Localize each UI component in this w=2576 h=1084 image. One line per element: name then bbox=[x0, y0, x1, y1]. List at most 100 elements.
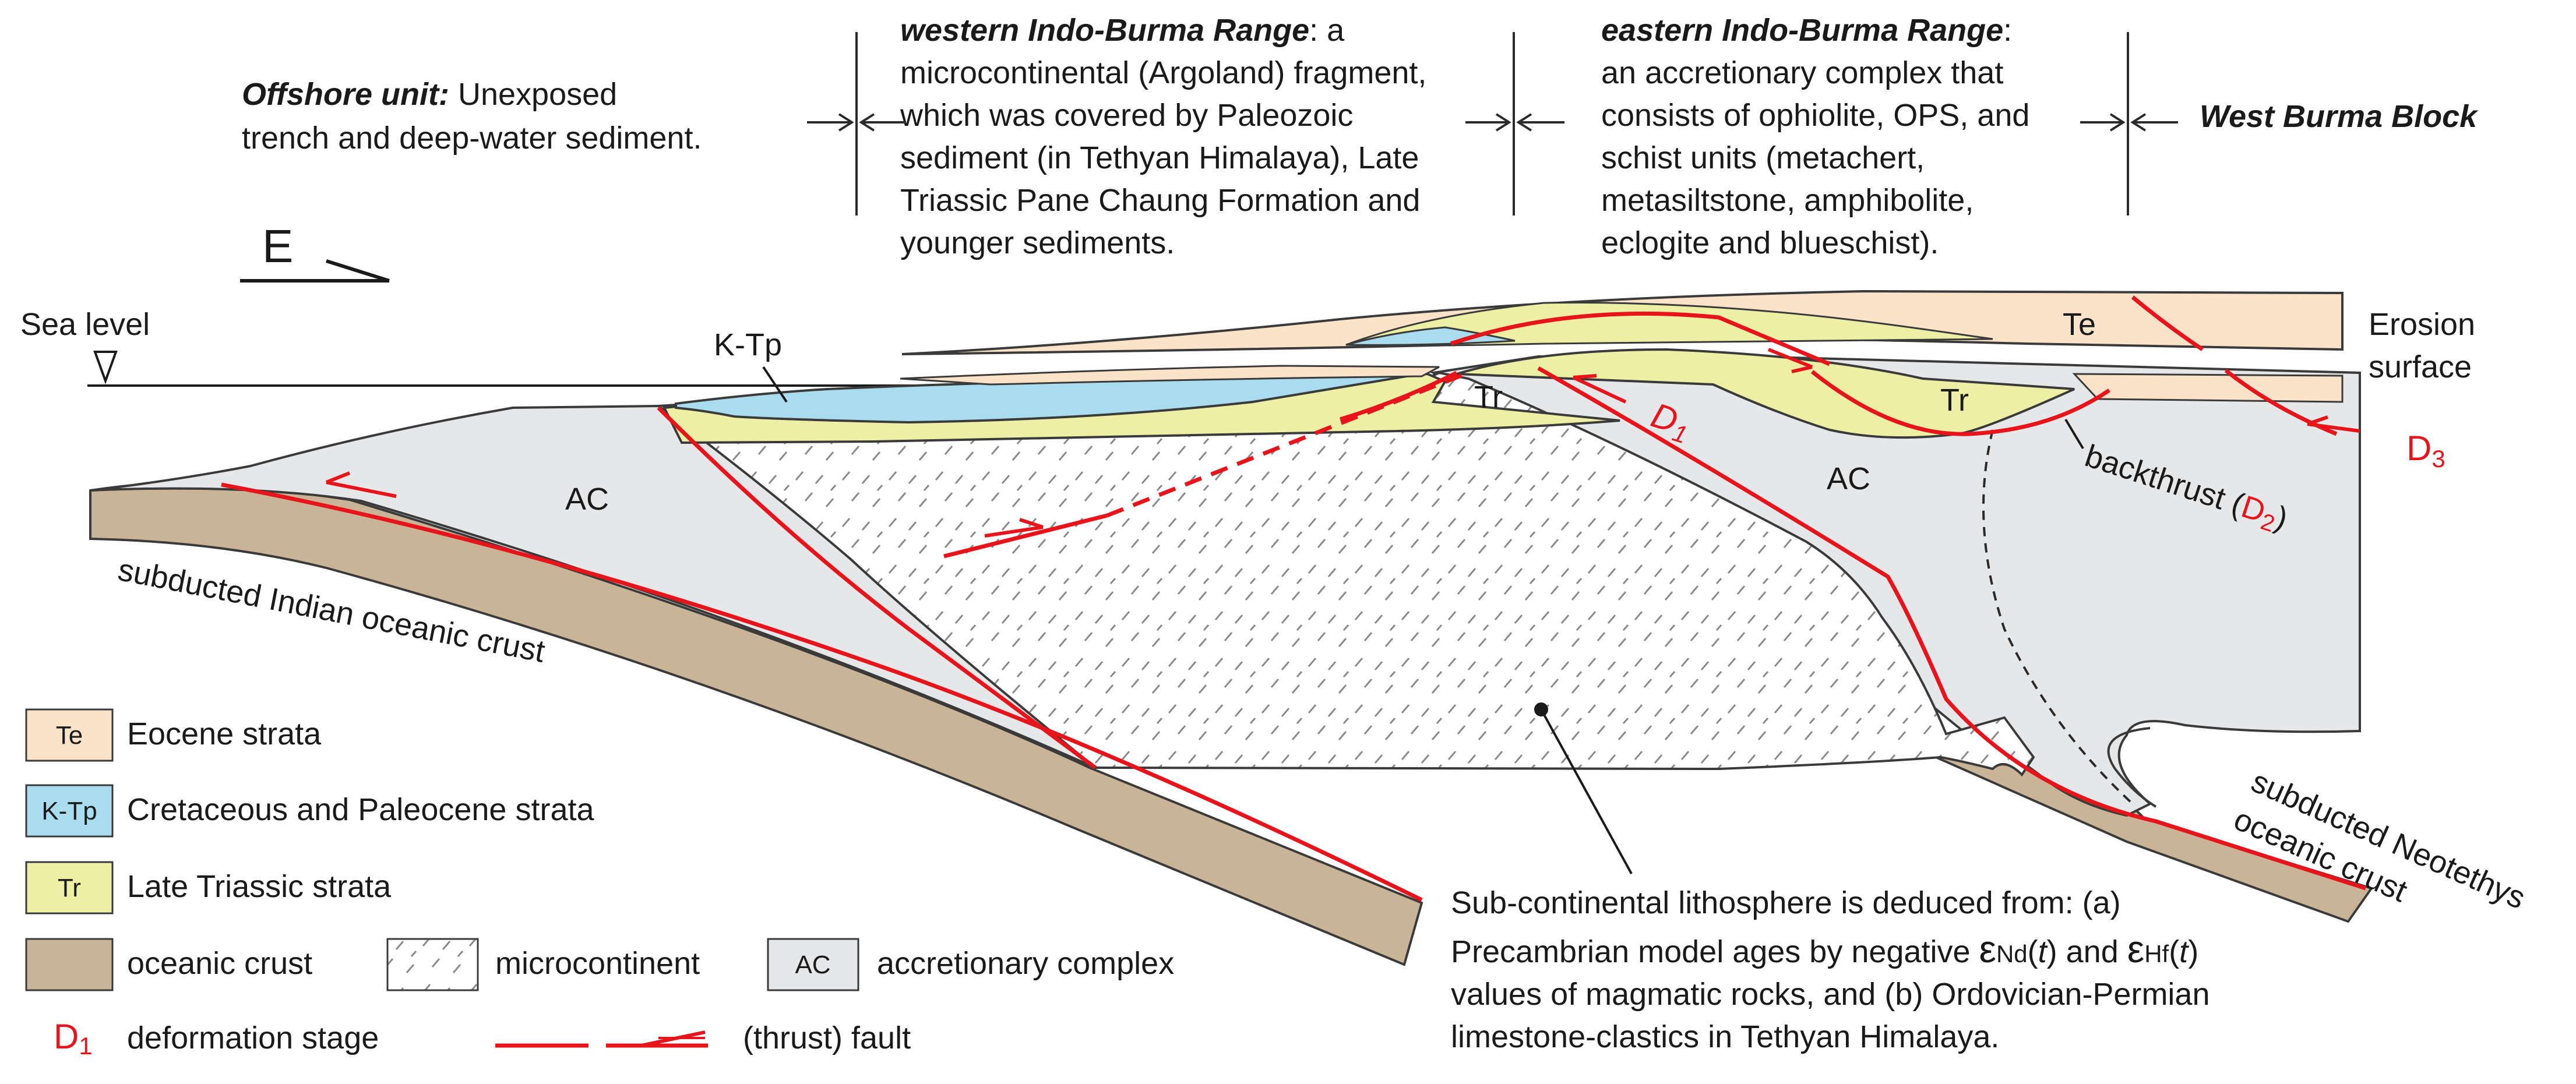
western-range-line5: Triassic Pane Chaung Formation and bbox=[900, 183, 1420, 218]
erosion-surface-line2: surface bbox=[2369, 349, 2472, 384]
eastern-range-line4: schist units (metachert, bbox=[1601, 140, 1925, 175]
erosion-surface-line1: Erosion bbox=[2369, 307, 2475, 342]
ktp-leader bbox=[762, 366, 788, 403]
fault-arrow-d1-barb bbox=[1573, 374, 1597, 379]
eastern-range-line2: an accretionary complex that bbox=[1601, 55, 2003, 90]
legend-microcontinent-label: microcontinent bbox=[495, 946, 700, 981]
legend-swatch-cretaceous-text: K-Tp bbox=[41, 797, 97, 825]
cross-section bbox=[89, 289, 2374, 966]
legend-triassic-label: Late Triassic strata bbox=[127, 869, 392, 904]
western-range-line2: microcontinental (Argoland) fragment, bbox=[900, 55, 1426, 90]
ac-left-label: AC bbox=[565, 482, 609, 517]
annotation-line2: Precambrian model ages by negative εNd(t… bbox=[1451, 927, 2198, 970]
eastern-range-line5: metasiltstone, amphibolite, bbox=[1601, 183, 1974, 218]
tr-left-label: Tr bbox=[1474, 380, 1503, 415]
annotation-leader bbox=[1540, 709, 1633, 874]
legend-swatch-eocene bbox=[25, 708, 114, 762]
legend-item-accretionary: AC accretionary complex bbox=[767, 938, 1174, 991]
tr-right-label: Tr bbox=[1940, 383, 1969, 418]
eastern-range-line6: eclogite and blueschist). bbox=[1601, 225, 1939, 260]
fault-backthrust-d2 bbox=[1810, 370, 2110, 436]
te-label: Te bbox=[2063, 307, 2096, 342]
cretaceous-paleocene-strata bbox=[675, 372, 1428, 424]
legend-swatch-microcontinent bbox=[386, 938, 479, 991]
legend-fault-label: (thrust) fault bbox=[743, 1021, 911, 1055]
divider1-arrowhead-right bbox=[859, 113, 875, 132]
western-range-line1: western Indo-Burma Range: a bbox=[900, 13, 1345, 48]
eocene-thin-strip bbox=[900, 365, 1440, 386]
offshore-unit-line2: trench and deep-water sediment. bbox=[242, 121, 702, 156]
fault-arrow-d1 bbox=[1572, 376, 1627, 404]
legend-deformation-symbol: D1 bbox=[54, 1017, 93, 1060]
fault-arrow-inner bbox=[984, 525, 1044, 538]
fault-arrow-upper bbox=[1767, 348, 1813, 369]
sea-level-marker-icon bbox=[93, 351, 118, 384]
legend-item-eocene: Te Eocene strata bbox=[25, 708, 322, 762]
legend-cretaceous-label: Cretaceous and Paleocene strata bbox=[127, 792, 594, 827]
faults bbox=[221, 295, 2367, 902]
fault-arrow-d3 bbox=[2307, 422, 2360, 433]
legend-oceanic-crust-label: oceanic crust bbox=[127, 946, 312, 981]
eastern-range-line3: consists of ophiolite, OPS, and bbox=[1601, 98, 2029, 133]
d3-label: D3 bbox=[2406, 429, 2445, 472]
ktp-label: K-Tp bbox=[714, 327, 782, 362]
legend: Te Eocene strata K-Tp Cretaceous and Pal… bbox=[25, 708, 1174, 1060]
fault-microcontinent-east bbox=[1537, 366, 2367, 891]
compass-barb bbox=[326, 259, 390, 283]
fault-arrow-inner-barb bbox=[1019, 518, 1044, 529]
western-range-line4: sediment (in Tethyan Himalaya), Late bbox=[900, 140, 1419, 175]
fault-arrow-subduction bbox=[326, 481, 397, 498]
triassic-strata-right bbox=[1456, 348, 2075, 439]
fault-inner-solid bbox=[943, 513, 1108, 559]
legend-item-fault: (thrust) fault bbox=[495, 1021, 911, 1055]
divider2-arrowhead-right bbox=[1516, 113, 1532, 132]
divider2-arrowhead-left bbox=[1495, 113, 1511, 132]
legend-swatch-oceanic-crust bbox=[25, 938, 114, 991]
zone-dividers bbox=[807, 32, 2178, 216]
fault-d3-upper bbox=[2131, 295, 2204, 351]
legend-item-oceanic-crust: oceanic crust bbox=[25, 938, 312, 991]
backthrust-leader bbox=[2064, 418, 2084, 450]
dashed-boundary bbox=[1982, 429, 2134, 805]
divider3-arrowhead-left bbox=[2109, 113, 2126, 132]
eastern-range-line1: eastern Indo-Burma Range: bbox=[1601, 13, 2012, 48]
legend-eocene-label: Eocene strata bbox=[127, 716, 322, 751]
fault-arrow-upper-barb bbox=[1791, 365, 1813, 373]
western-range-line3: which was covered by Paleozoic bbox=[900, 98, 1353, 133]
header-text: Offshore unit: Unexposed trench and deep… bbox=[242, 13, 2479, 260]
divider1-arrowhead-left bbox=[838, 113, 854, 132]
offshore-unit-line1: Offshore unit: Unexposed bbox=[242, 77, 617, 112]
eocene-strata-right-lower bbox=[2072, 373, 2344, 403]
legend-swatch-eocene-text: Te bbox=[56, 721, 83, 750]
fault-inner-dashed bbox=[1106, 370, 1470, 518]
lithosphere-annotation: Sub-continental lithosphere is deduced f… bbox=[1451, 702, 2210, 1054]
legend-swatch-accretionary bbox=[767, 938, 859, 991]
compass-label: E bbox=[262, 220, 293, 272]
annotation-line1: Sub-continental lithosphere is deduced f… bbox=[1451, 885, 2121, 920]
legend-swatch-triassic bbox=[25, 861, 114, 914]
annotation-line3: values of magmatic rocks, and (b) Ordovi… bbox=[1451, 977, 2210, 1012]
legend-item-triassic: Tr Late Triassic strata bbox=[25, 861, 392, 914]
western-range-line6: younger sediments. bbox=[900, 225, 1175, 260]
triassic-strata-upper bbox=[1345, 302, 1993, 347]
legend-deformation-label: deformation stage bbox=[127, 1021, 379, 1055]
legend-item-cretaceous: K-Tp Cretaceous and Paleocene strata bbox=[25, 784, 594, 838]
fault-d1-upper-arc bbox=[1450, 311, 1831, 366]
sea-level-label: Sea level bbox=[20, 307, 150, 342]
divider3-arrowhead-right bbox=[2130, 113, 2147, 132]
fault-arrows bbox=[325, 348, 2360, 538]
legend-swatch-accretionary-text: AC bbox=[795, 951, 830, 979]
west-burma-block-label: West Burma Block bbox=[2200, 99, 2479, 134]
legend-swatch-triassic-text: Tr bbox=[58, 874, 81, 902]
legend-accretionary-label: accretionary complex bbox=[877, 946, 1174, 981]
microcontinent bbox=[655, 371, 2035, 777]
annotation-line4: limestone-clastics in Tethyan Himalaya. bbox=[1451, 1019, 1999, 1054]
fault-microcontinent-west bbox=[657, 406, 1097, 769]
legend-item-deformation: D1 deformation stage bbox=[54, 1017, 379, 1060]
fault-arrow-subduction-barb bbox=[325, 471, 351, 484]
compass-east-arrow: E bbox=[240, 220, 390, 283]
fault-subduction-left bbox=[221, 482, 1423, 902]
ac-right-label: AC bbox=[1827, 461, 1870, 496]
